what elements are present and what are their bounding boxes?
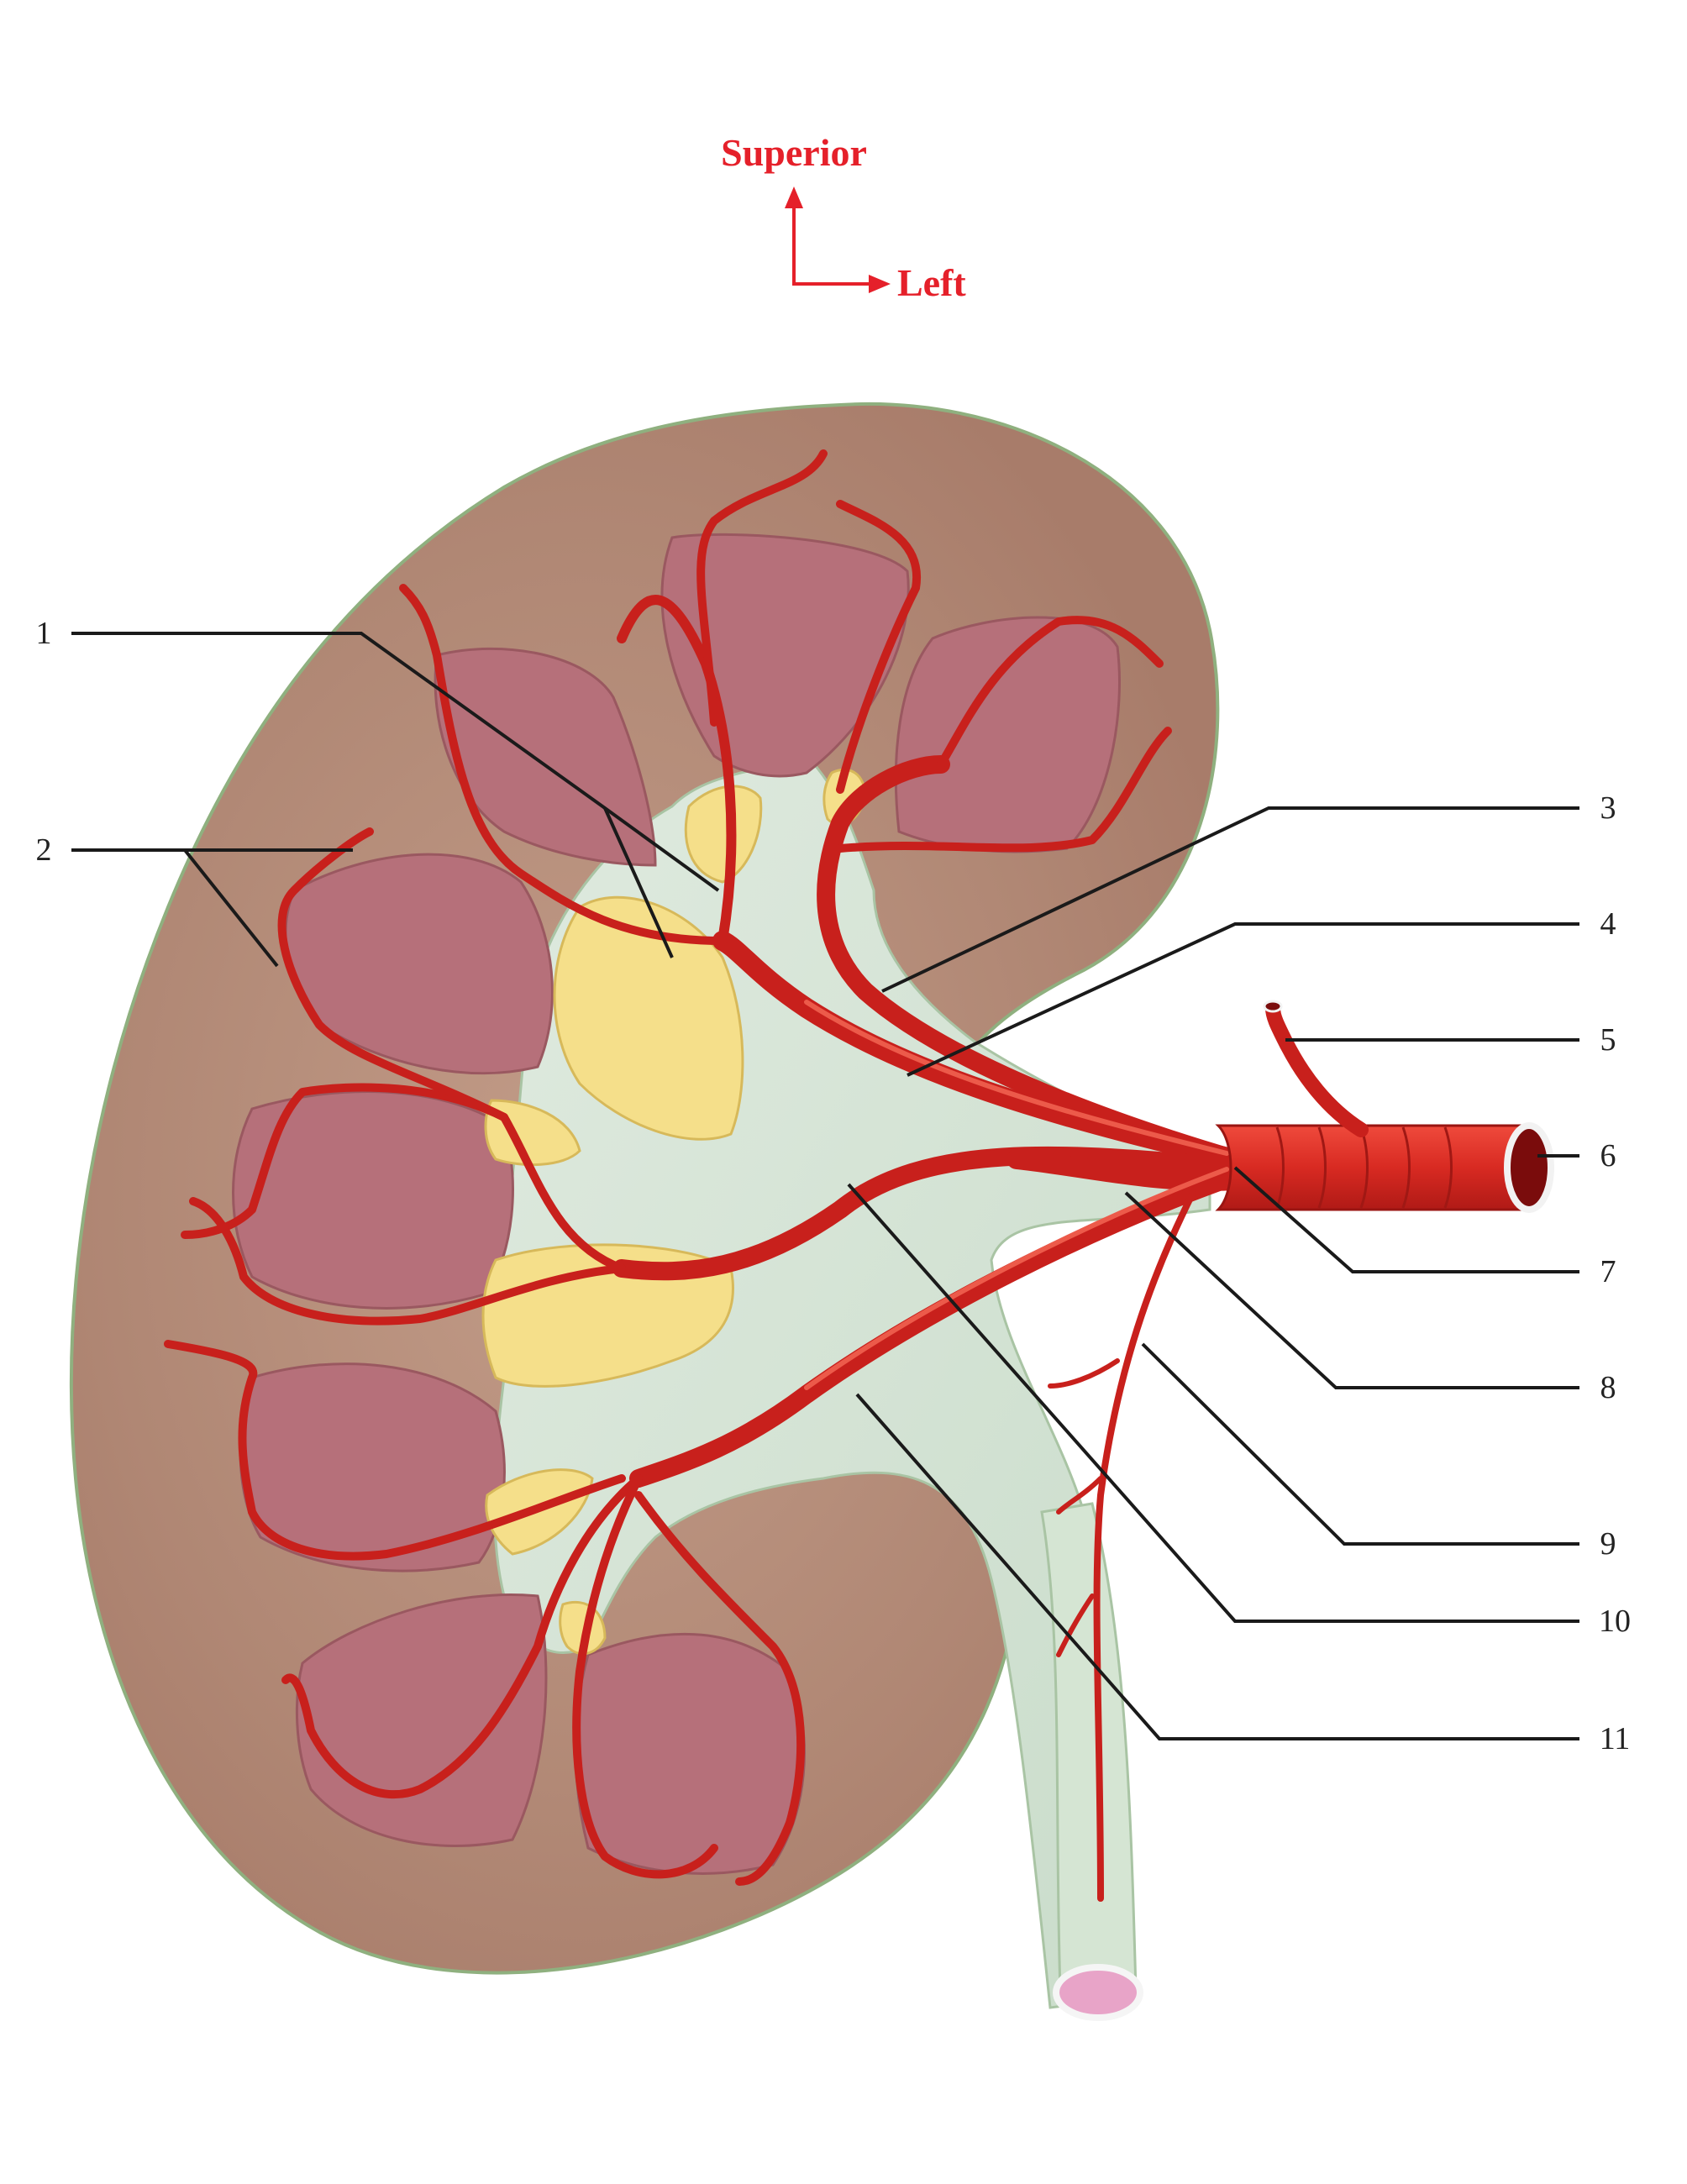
fat-middle-large [553, 895, 744, 1141]
segmental-artery-highlight [804, 1000, 1229, 1156]
callout-11: 11 [1600, 1721, 1631, 1756]
renal-pyramids [232, 533, 1121, 1875]
leader-line-4 [907, 922, 1579, 1077]
posterior-segmental-artery [1006, 1149, 1245, 1191]
pyramid-inferior-2 [574, 1632, 806, 1875]
superior-segmental-artery [817, 755, 1244, 1168]
inferior-artery-highlight [804, 1167, 1229, 1390]
pyramid-left-2 [232, 1090, 514, 1310]
callout-9: 9 [1600, 1526, 1616, 1562]
anterior-inferior-segmental-artery [612, 1146, 1244, 1281]
callout-6: 6 [1600, 1138, 1616, 1173]
arcuate-artery-left-1 [181, 1083, 626, 1273]
callout-4: 4 [1600, 906, 1616, 942]
callout-7: 7 [1600, 1254, 1616, 1289]
arcuate-artery-inferior-1 [281, 1474, 643, 1799]
left-arrowhead-icon [869, 275, 891, 293]
leader-line-7 [1233, 1166, 1579, 1273]
arcuate-artery-left-4 [164, 1340, 626, 1561]
arcuate-artery-top-2 [836, 500, 922, 794]
inferior-suprarenal-artery [1265, 1000, 1369, 1137]
callout-leaders [71, 632, 1579, 1740]
leader-line-1b [603, 807, 674, 958]
leader-line-3 [881, 806, 1579, 993]
ureteric-artery [1093, 1189, 1196, 1902]
superior-arrowhead-icon [785, 186, 803, 208]
arcuate-artery-inferior-3 [634, 1491, 806, 1886]
callout-3: 3 [1600, 790, 1616, 826]
callout-8: 8 [1600, 1370, 1616, 1405]
pyramid-superior-2 [894, 616, 1121, 853]
left-label: Left [897, 261, 966, 304]
fat-middle-small [484, 1099, 581, 1166]
callout-numbers: 1 2 3 4 5 6 7 8 9 10 11 [36, 616, 1632, 1756]
ureteric-artery-branch [1048, 1358, 1120, 1657]
leader-line-8 [1124, 1191, 1579, 1389]
leader-line-9 [1141, 1342, 1579, 1546]
renal-artery-main [1215, 1124, 1531, 1211]
leader-line-1 [71, 632, 720, 892]
arcuate-artery-top-3 [937, 616, 1164, 769]
arcuate-artery-left-3 [277, 827, 508, 1121]
leader-line-11 [855, 1393, 1579, 1740]
leader-line-10 [847, 1183, 1579, 1623]
arcuate-artery-top-4 [836, 727, 1172, 853]
arcuate-artery-top-1 [696, 449, 828, 727]
renal-arterial-tree [164, 449, 1245, 1902]
superior-label: Superior [721, 131, 867, 174]
callout-5: 5 [1600, 1022, 1616, 1058]
arcuate-artery-left-2 [189, 1197, 626, 1326]
ureter-lumen [1053, 1964, 1143, 2021]
callout-2: 2 [36, 832, 52, 868]
arcuate-artery-upper-left [399, 584, 727, 945]
orientation-compass: Superior Left [721, 131, 966, 304]
renal-artery-lumen [1504, 1122, 1554, 1213]
inferior-suprarenal-artery-lumen [1263, 1000, 1283, 1013]
callout-10: 10 [1599, 1604, 1631, 1639]
arcuate-artery-inferior-2 [572, 1474, 718, 1879]
callout-1: 1 [36, 616, 52, 651]
inferior-segmental-artery [629, 1167, 1244, 1488]
